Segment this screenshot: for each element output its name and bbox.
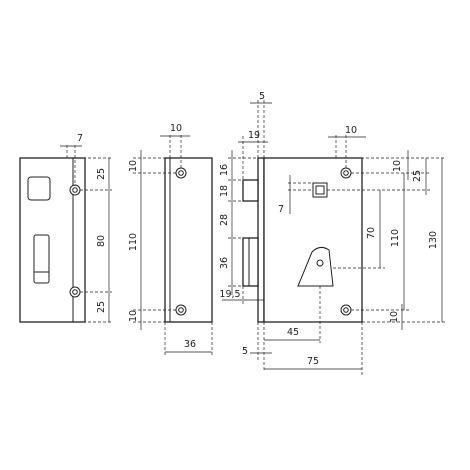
profile-dim-28: 28 <box>219 214 230 226</box>
body-dim-10-upper: 10 <box>392 160 403 172</box>
strike-dim-25-bottom: 25 <box>96 301 107 313</box>
profile-dim-19-5: 19,5 <box>219 289 240 300</box>
body-dim-25: 25 <box>412 170 423 182</box>
body-dim-75: 75 <box>307 356 319 367</box>
dead-bolt <box>242 237 259 287</box>
latch-bolt <box>242 179 259 202</box>
strike-screw-hole-top <box>69 184 81 196</box>
body-dim-10-top: 10 <box>345 125 357 136</box>
body-dim-10-lower: 10 <box>389 311 400 323</box>
side-dim-36: 36 <box>184 339 196 350</box>
strike-dim-25-top: 25 <box>96 168 107 180</box>
body-dim-45: 45 <box>287 327 299 338</box>
keyhole-pin <box>316 259 324 267</box>
strike-screw-hole-bottom <box>69 286 81 298</box>
spindle-square-inner <box>315 185 325 195</box>
strike-dim-80: 80 <box>96 235 107 247</box>
side-screw-hole-top <box>175 167 187 179</box>
profile-dim-5-bottom: 5 <box>242 346 248 357</box>
side-dim-10-upper: 10 <box>128 160 139 172</box>
lock-body-view: 10 7 10 25 70 110 130 10 45 <box>263 125 446 375</box>
body-dim-70: 70 <box>366 227 377 239</box>
profile-dim-19: 19 <box>248 130 260 141</box>
side-plate-view: 10 10 110 10 36 <box>128 123 213 355</box>
front-profile-view: 5 19 16 18 28 36 19,5 5 <box>219 91 272 372</box>
side-plate-outline <box>164 157 213 323</box>
profile-dim-36: 36 <box>219 257 230 269</box>
profile-dim-18: 18 <box>219 185 230 197</box>
forend-plate <box>257 157 265 323</box>
bolt-opening <box>33 234 50 284</box>
case-screw-hole-bottom <box>340 304 352 316</box>
body-dim-130: 130 <box>428 231 439 249</box>
side-dim-10-lower: 10 <box>128 310 139 322</box>
latch-opening <box>27 176 51 201</box>
profile-dim-5-top: 5 <box>259 91 265 102</box>
body-dim-7: 7 <box>278 204 284 215</box>
strike-plate-view: 7 25 80 25 <box>19 133 112 323</box>
body-dim-110: 110 <box>390 229 401 247</box>
side-dim-10-top: 10 <box>170 123 182 134</box>
profile-dim-16: 16 <box>219 164 230 176</box>
side-dim-110: 110 <box>128 233 139 251</box>
keyhole <box>297 246 334 287</box>
strike-dim-7: 7 <box>77 133 83 144</box>
side-screw-hole-bottom <box>175 304 187 316</box>
case-screw-hole-top <box>340 167 352 179</box>
